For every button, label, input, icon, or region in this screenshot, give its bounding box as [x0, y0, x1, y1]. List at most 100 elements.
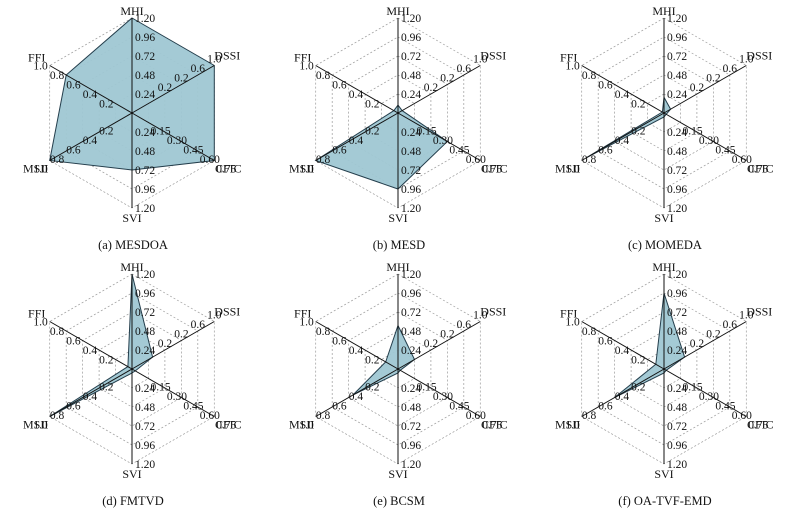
tick-label: 1.20: [401, 203, 421, 215]
axis-label-mhi: MHI: [120, 4, 143, 18]
tick-label: 1.20: [135, 269, 155, 281]
axis-line-dssi: [397, 321, 481, 370]
tick-label: 0.72: [401, 421, 421, 433]
tick-label: 0.15: [417, 382, 437, 394]
tick-label: 0.8: [316, 326, 331, 338]
axis-label-ffi: FFI: [294, 51, 311, 65]
panel-caption: (c) MOMEDA: [628, 238, 702, 252]
panel-caption: (e) BCSM: [373, 494, 425, 508]
axis-line-cfic: [131, 368, 215, 417]
tick-label: 0.96: [401, 184, 421, 196]
axis-line-cfic: [663, 112, 747, 161]
tick-label: 0.6: [332, 80, 347, 92]
tick-label: 0.6: [66, 145, 81, 157]
tick-label: 0.8: [50, 154, 65, 166]
tick-label: 0.2: [690, 82, 705, 94]
tick-label: 0.96: [135, 32, 155, 44]
tick-label: 0.24: [401, 345, 421, 357]
radar-chart: 0.240.480.720.961.200.20.20.61.00.150.30…: [289, 260, 508, 481]
tick-label: 0.2: [706, 329, 721, 341]
tick-label: 0.30: [699, 391, 719, 403]
radar-chart: 0.240.480.720.961.200.20.20.61.00.150.30…: [289, 4, 508, 225]
axis-label-ffi: FFI: [560, 51, 577, 65]
axis-label-dssi: DSSI: [214, 305, 240, 319]
tick-label: 0.2: [99, 355, 114, 367]
tick-label: 0.8: [582, 154, 597, 166]
axis-line-cfic: [397, 368, 481, 417]
tick-label: 0.72: [667, 307, 687, 319]
panel-caption: (b) MESD: [372, 238, 426, 252]
tick-label: 0.24: [667, 127, 687, 139]
tick-label: 0.2: [690, 338, 705, 350]
axis-label-svi: SVI: [654, 211, 673, 225]
tick-label: 0.6: [723, 63, 738, 75]
tick-label: 1.0: [473, 310, 488, 322]
tick-label: 0.15: [683, 382, 703, 394]
axis-label-cfic: CFIC: [215, 162, 242, 176]
tick-label: 0.8: [50, 70, 65, 82]
axis-line-cfic: [663, 368, 747, 417]
tick-label: 0.6: [66, 80, 81, 92]
axis-label-ffi: FFI: [560, 307, 577, 321]
tick-label: 0.48: [667, 70, 687, 82]
tick-label: 1.0: [299, 61, 314, 73]
tick-label: 0.30: [699, 135, 719, 147]
tick-label: 0.24: [401, 383, 421, 395]
tick-label: 1.20: [667, 13, 687, 25]
tick-label: 0.72: [667, 51, 687, 63]
axis-line-msii: [581, 368, 665, 417]
tick-label: 0.96: [667, 32, 687, 44]
axis-line-dssi: [131, 321, 215, 370]
tick-label: 1.0: [33, 61, 48, 73]
tick-label: 0.6: [191, 63, 206, 75]
tick-label: 0.45: [449, 145, 469, 157]
tick-label: 0.4: [615, 89, 630, 101]
tick-label: 0.2: [365, 382, 380, 394]
tick-label: 1.20: [401, 459, 421, 471]
tick-label: 1.0: [565, 61, 580, 73]
tick-label: 0.48: [135, 326, 155, 338]
tick-label: 0.72: [135, 307, 155, 319]
tick-label: 0.72: [667, 165, 687, 177]
tick-label: 0.2: [440, 73, 455, 85]
tick-label: 0.4: [349, 391, 364, 403]
tick-label: 0.96: [401, 288, 421, 300]
axis-line-ffi: [315, 65, 399, 114]
tick-label: 0.24: [667, 345, 687, 357]
axis-label-msii: MSII: [23, 162, 48, 176]
tick-label: 0.75: [216, 420, 236, 432]
tick-label: 0.96: [401, 440, 421, 452]
tick-label: 0.96: [667, 184, 687, 196]
tick-label: 0.2: [99, 126, 114, 138]
tick-label: 0.2: [174, 329, 189, 341]
axis-line-ffi: [315, 321, 399, 370]
axis-label-mhi: MHI: [120, 260, 143, 274]
tick-label: 0.8: [582, 410, 597, 422]
axis-line-msii: [49, 112, 133, 161]
tick-label: 0.30: [167, 135, 187, 147]
tick-label: 0.8: [582, 326, 597, 338]
tick-label: 0.6: [66, 336, 81, 348]
tick-label: 1.0: [473, 54, 488, 66]
axis-label-svi: SVI: [388, 211, 407, 225]
tick-label: 0.48: [401, 326, 421, 338]
tick-label: 0.8: [582, 70, 597, 82]
tick-label: 1.20: [401, 269, 421, 281]
axis-label-mhi: MHI: [386, 260, 409, 274]
tick-label: 0.30: [433, 391, 453, 403]
tick-label: 0.45: [715, 401, 735, 413]
tick-label: 0.60: [466, 410, 486, 422]
axis-line-msii: [315, 112, 399, 161]
tick-label: 0.6: [191, 319, 206, 331]
tick-label: 0.48: [667, 146, 687, 158]
axis-line-dssi: [663, 65, 747, 114]
tick-label: 0.48: [135, 402, 155, 414]
tick-label: 0.6: [723, 319, 738, 331]
axis-label-ffi: FFI: [28, 51, 45, 65]
panel-caption: (f) OA-TVF-EMD: [618, 494, 712, 508]
axis-label-svi: SVI: [654, 467, 673, 481]
axis-line-cfic: [397, 112, 481, 161]
